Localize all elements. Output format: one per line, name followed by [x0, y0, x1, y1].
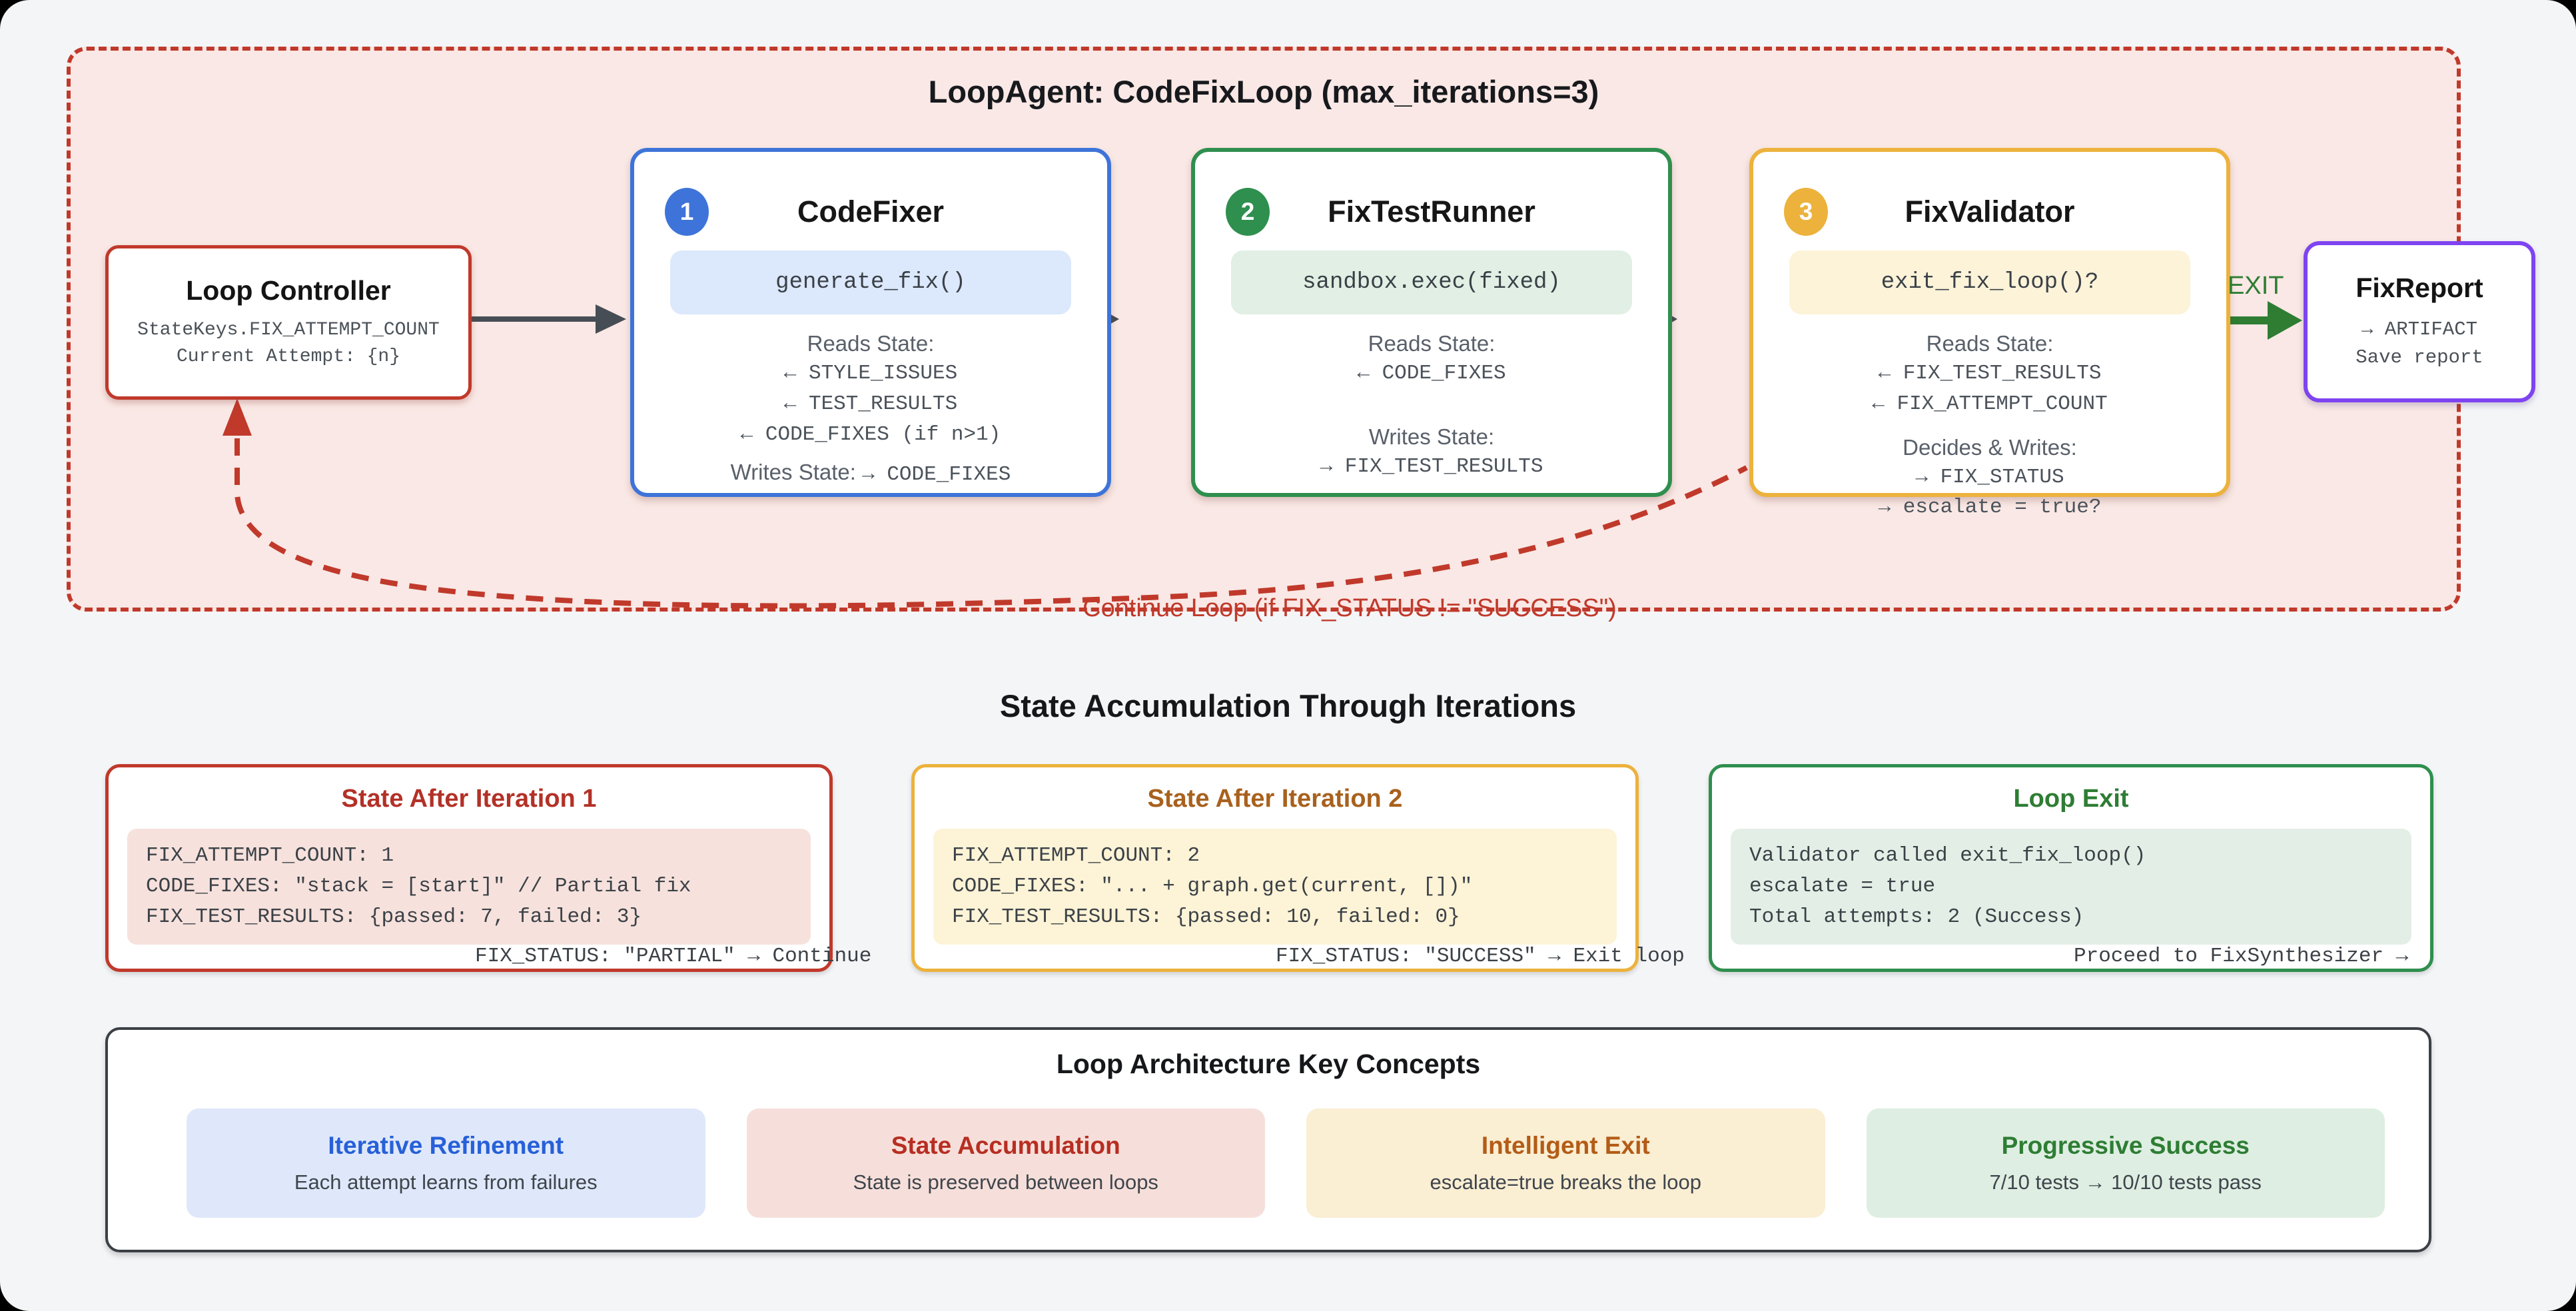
write-item: → FIX_STATUS	[1915, 466, 2064, 489]
fixvalidator-content: Reads State: ← FIX_TEST_RESULTS ← FIX_AT…	[1753, 329, 2226, 493]
decides-writes-label: Decides & Writes:	[1903, 435, 2077, 460]
codefixer-code-pill: generate_fix()	[670, 250, 1071, 314]
step-2-badge: 2	[1226, 188, 1270, 236]
state-iteration-1-box: State After Iteration 1 FIX_ATTEMPT_COUN…	[105, 764, 871, 972]
code-line: FIX_ATTEMPT_COUNT: 1	[146, 844, 394, 867]
loop-exit-box: Loop Exit Validator called exit_fix_loop…	[1709, 764, 2433, 972]
proceed-line: Proceed to FixSynthesizer →	[2074, 945, 2409, 968]
read-item: ← CODE_FIXES (if n>1)	[740, 423, 1001, 446]
read-item: ← TEST_RESULTS	[783, 392, 958, 416]
concept-desc: escalate=true breaks the loop	[1430, 1170, 1702, 1194]
codefixer-node: 1 CodeFixer generate_fix() Reads State: …	[630, 148, 1111, 497]
continue-loop-label: Continue Loop (if FIX_STATUS != "SUCCESS…	[1082, 594, 1617, 622]
loop-title: LoopAgent: CodeFixLoop (max_iterations=3…	[928, 74, 1599, 109]
key-concepts-title: Loop Architecture Key Concepts	[1056, 1049, 1481, 1079]
loop-exit-code: Validator called exit_fix_loop() escalat…	[1731, 829, 2411, 945]
code-line: CODE_FIXES: "stack = [start]" // Partial…	[146, 875, 691, 898]
loop-controller-attempt: Current Attempt: {n}	[176, 346, 401, 367]
exit-label: EXIT	[2228, 272, 2284, 300]
fixreport-title: FixReport	[2356, 272, 2483, 303]
fixvalidator-title: FixValidator	[1905, 195, 2075, 228]
concept-state-accumulation: State Accumulation State is preserved be…	[746, 1108, 1265, 1218]
code-line: CODE_FIXES: "... + graph.get(current, []…	[952, 875, 1473, 898]
loop-agent-container: LoopAgent: CodeFixLoop (max_iterations=3…	[67, 47, 2461, 622]
concept-iterative-refinement: Iterative Refinement Each attempt learns…	[187, 1108, 705, 1218]
concept-desc: Each attempt learns from failures	[294, 1170, 598, 1194]
concept-title: Intelligent Exit	[1481, 1132, 1650, 1159]
loop-controller-node: Loop Controller StateKeys.FIX_ATTEMPT_CO…	[105, 245, 472, 400]
code-line: Total attempts: 2 (Success)	[1749, 905, 2084, 929]
read-item: ← CODE_FIXES	[1357, 362, 1506, 385]
fixtestrunner-node: 2 FixTestRunner sandbox.exec(fixed) Read…	[1191, 148, 1672, 497]
read-item: ← STYLE_ISSUES	[783, 362, 958, 385]
loop-controller-title: Loop Controller	[186, 274, 391, 306]
fixtestrunner-content: Reads State: ← CODE_FIXES Writes State: …	[1195, 329, 1668, 482]
fixreport-artifact-line: → ARTIFACT	[2361, 318, 2478, 340]
concept-intelligent-exit: Intelligent Exit escalate=true breaks th…	[1306, 1108, 1825, 1218]
reads-state-label: Reads State:	[807, 331, 935, 356]
read-item: ← FIX_ATTEMPT_COUNT	[1872, 392, 2108, 416]
writes-state-line: Writes State: → CODE_FIXES	[634, 460, 1107, 486]
escalate-overflow-line: → escalate = true?	[1878, 496, 2102, 519]
spacer	[1753, 420, 2226, 433]
fixvalidator-code-pill: exit_fix_loop()?	[1789, 250, 2190, 314]
step-1-badge: 1	[665, 188, 709, 236]
reads-state-label: Reads State:	[1926, 331, 2054, 356]
reads-state-label: Reads State:	[1368, 331, 1496, 356]
state-iteration-2-box: State After Iteration 2 FIX_ATTEMPT_COUN…	[911, 764, 1685, 972]
code-line: FIX_ATTEMPT_COUNT: 2	[952, 844, 1200, 867]
state-section-heading: State Accumulation Through Iterations	[999, 688, 1577, 723]
state-iteration-2-code: FIX_ATTEMPT_COUNT: 2 CODE_FIXES: "... + …	[933, 829, 1617, 945]
fixreport-save-line: Save report	[2356, 346, 2483, 368]
writes-state-label: Writes State:	[730, 460, 856, 484]
write-item: → FIX_TEST_RESULTS	[1320, 455, 1543, 478]
fixtestrunner-title: FixTestRunner	[1328, 195, 1535, 228]
loop-controller-statekey: StateKeys.FIX_ATTEMPT_COUNT	[137, 319, 440, 340]
concept-title: State Accumulation	[891, 1132, 1120, 1159]
concept-progressive-success: Progressive Success 7/10 tests → 10/10 t…	[1866, 1108, 2385, 1218]
code-line: FIX_TEST_RESULTS: {passed: 7, failed: 3}	[146, 905, 642, 929]
fixvalidator-node: 3 FixValidator exit_fix_loop()? Reads St…	[1749, 148, 2230, 519]
code-line: Validator called exit_fix_loop()	[1749, 844, 2146, 867]
key-concepts-cards: Iterative Refinement Each attempt learns…	[187, 1108, 2385, 1218]
concept-desc: 7/10 tests → 10/10 tests pass	[1989, 1170, 2262, 1194]
fixreport-node: FixReport → ARTIFACT Save report	[2304, 241, 2535, 402]
writes-state-label: Writes State:	[1368, 424, 1495, 449]
state-iteration-2-title: State After Iteration 2	[1147, 785, 1403, 813]
spacer	[1195, 389, 1668, 422]
step-3-badge: 3	[1784, 188, 1828, 236]
state-iteration-1-code: FIX_ATTEMPT_COUNT: 1 CODE_FIXES: "stack …	[127, 829, 811, 945]
state-iteration-1-status-line: FIX_STATUS: "PARTIAL" → Continue	[475, 945, 872, 968]
concept-title: Progressive Success	[2001, 1132, 2250, 1159]
loop-exit-title: Loop Exit	[2013, 785, 2129, 813]
read-item: ← FIX_TEST_RESULTS	[1878, 362, 2102, 385]
code-line: FIX_TEST_RESULTS: {passed: 10, failed: 0…	[952, 905, 1460, 929]
fixtestrunner-code-pill: sandbox.exec(fixed)	[1231, 250, 1632, 314]
codefixer-content: Reads State: ← STYLE_ISSUES ← TEST_RESUL…	[634, 329, 1107, 486]
key-concepts-panel: Loop Architecture Key Concepts Iterative…	[105, 1027, 2431, 1252]
concept-desc: State is preserved between loops	[853, 1170, 1158, 1194]
state-iteration-1-title: State After Iteration 1	[341, 785, 597, 813]
write-item: → CODE_FIXES	[862, 463, 1011, 486]
code-line: escalate = true	[1749, 875, 1936, 898]
concept-title: Iterative Refinement	[328, 1132, 564, 1159]
state-iteration-2-status-line: FIX_STATUS: "SUCCESS" → Exit loop	[1276, 945, 1685, 968]
codefixer-title: CodeFixer	[797, 195, 945, 228]
